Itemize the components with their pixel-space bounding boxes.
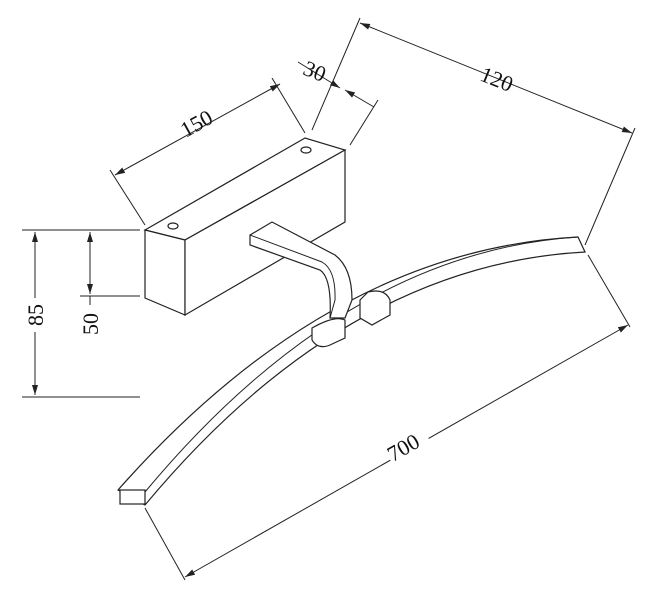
dimension-label: 50 (78, 313, 103, 335)
dimension-120: 120 (359, 22, 636, 246)
dimension-50: 50 (78, 232, 140, 335)
support-arm (249, 221, 391, 348)
dimension-700: 700 (144, 254, 631, 581)
mounting-box (143, 137, 347, 317)
dimension-label: 150 (176, 105, 217, 143)
dimension-85: 85 (22, 229, 140, 398)
dimension-30: 30 (297, 17, 379, 146)
screw-icon (300, 146, 312, 154)
dimension-label: 85 (23, 304, 48, 326)
screw-icon (167, 222, 179, 230)
dimension-label: 120 (477, 61, 517, 97)
dimension-label: 30 (300, 55, 330, 86)
